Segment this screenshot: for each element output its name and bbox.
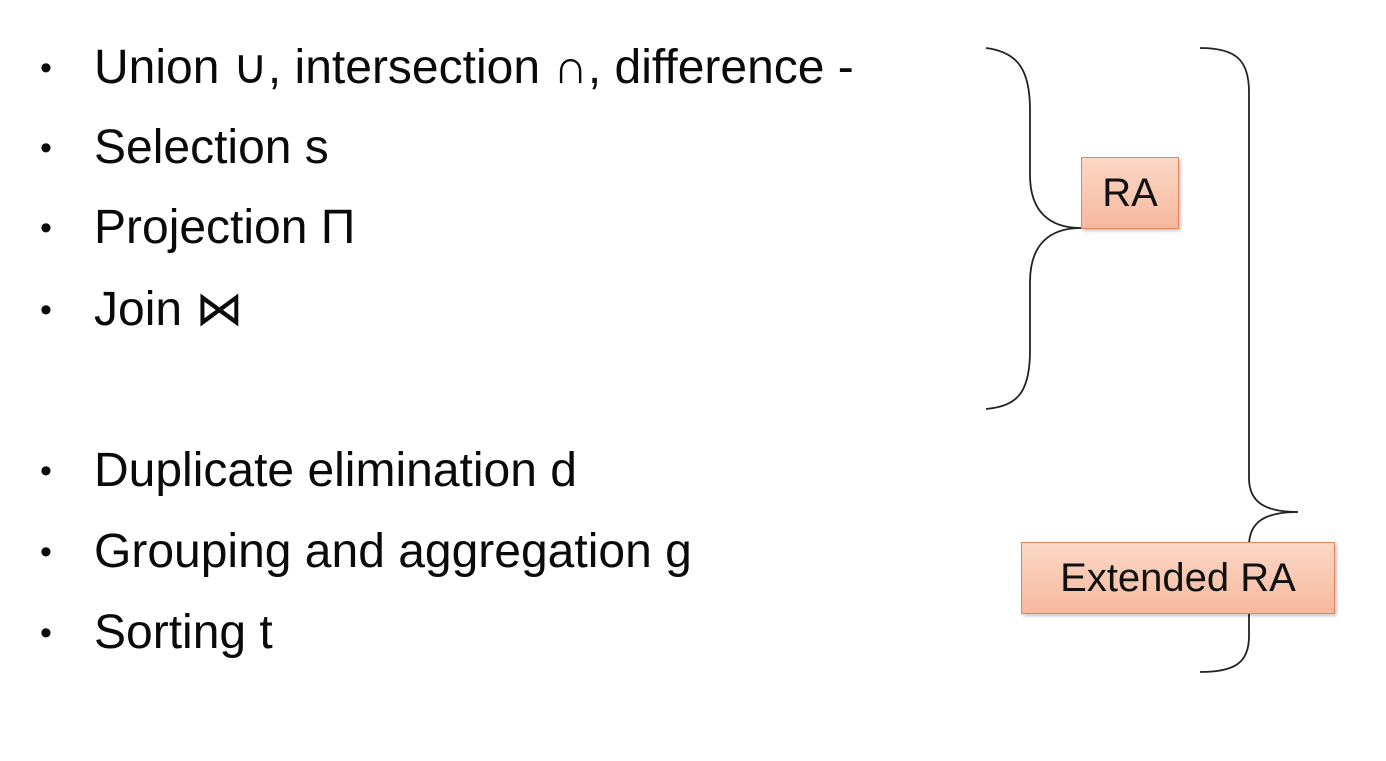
bullet-icon: • bbox=[40, 49, 52, 87]
bullet-icon: • bbox=[40, 533, 52, 571]
operation-label: Grouping and aggregation g bbox=[94, 525, 692, 578]
bullet-icon: • bbox=[40, 291, 52, 329]
extended-ra-label-box: Extended RA bbox=[1021, 542, 1335, 614]
list-item: • Grouping and aggregation g bbox=[40, 524, 692, 580]
bullet-icon: • bbox=[40, 129, 52, 167]
bullet-icon: • bbox=[40, 614, 52, 652]
list-item: • Duplicate elimination d bbox=[40, 443, 577, 499]
ra-label: RA bbox=[1102, 171, 1158, 215]
operation-label: Sorting t bbox=[94, 606, 273, 659]
operation-label: Union ∪, intersection ∩, difference - bbox=[94, 41, 854, 94]
list-item: • Projection Π bbox=[40, 200, 355, 256]
operation-label: Selection s bbox=[94, 121, 329, 174]
ra-label-box: RA bbox=[1081, 157, 1179, 229]
bullet-icon: • bbox=[40, 209, 52, 247]
operation-label: Projection Π bbox=[94, 201, 356, 254]
list-item: • Union ∪, intersection ∩, difference - bbox=[40, 40, 854, 96]
list-item: • Join ⋈ bbox=[40, 282, 243, 338]
ra-brace-icon bbox=[985, 47, 1082, 410]
bullet-icon: • bbox=[40, 452, 52, 490]
list-item: • Sorting t bbox=[40, 605, 273, 661]
extended-ra-brace-icon bbox=[1199, 47, 1299, 673]
extended-ra-label: Extended RA bbox=[1060, 556, 1296, 600]
operation-label: Duplicate elimination d bbox=[94, 444, 577, 497]
operation-label: Join ⋈ bbox=[94, 283, 244, 336]
list-item: • Selection s bbox=[40, 120, 329, 176]
